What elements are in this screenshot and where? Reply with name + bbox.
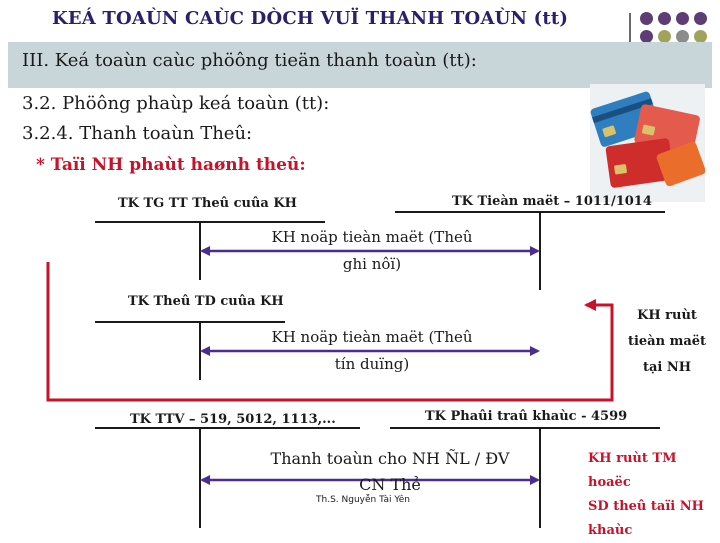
- dot: [640, 30, 653, 43]
- bank-cards-image: [590, 84, 705, 202]
- label-tk-phai-tra: TK Phaûi traû khaùc - 4599: [425, 409, 628, 424]
- note-deposit-credit-card: KH noäp tieàn maët (Theû tín duïng): [262, 324, 482, 378]
- note-cash-withdrawal: KH ruùt tieàn maët tại NH: [622, 303, 712, 381]
- t-account-tien-mat: [395, 211, 665, 290]
- note-settlement: Thanh toaùn cho NH ÑL / ĐV CN Thẻ: [250, 446, 530, 498]
- note-line: ghi nôï): [342, 255, 402, 273]
- note-deposit-debit-card: KH noäp tieàn maët (Theû ghi nôï): [262, 224, 482, 278]
- note-line: KH noäp tieàn maët (Theû: [271, 228, 473, 246]
- dot: [676, 12, 689, 25]
- red-flow-arrow: [46, 262, 614, 402]
- issuing-bank-bullet: * Taïi NH phaùt haønh theû:: [36, 155, 306, 175]
- t-account-phai-tra: [390, 427, 660, 528]
- label-tk-tg-tt: TK TG TT Theû cuûa KH: [118, 196, 297, 211]
- dot: [676, 30, 689, 43]
- note-line: KH ruùt: [637, 308, 697, 323]
- label-tk-ttv: TK TTV – 519, 5012, 1113,...: [130, 412, 336, 427]
- heading-band: [8, 42, 712, 88]
- note-line: KH noäp tieàn maët (Theû: [271, 328, 473, 346]
- corner-dot-grid: [638, 12, 718, 52]
- author-credit: Th.S. Nguyễn Tài Yên: [316, 495, 410, 505]
- note-line: CN Thẻ: [359, 475, 421, 494]
- note-line: tại NH: [642, 360, 692, 375]
- dot: [658, 12, 671, 25]
- title-divider: [629, 13, 631, 47]
- dot: [694, 12, 707, 25]
- dot: [640, 12, 653, 25]
- section-heading: III. Keá toaùn caùc phöông tieän thanh t…: [22, 50, 477, 71]
- note-line: KH ruùt TM hoaëc: [588, 451, 677, 490]
- subheading-card-payment: 3.2.4. Thanh toaùn Theû:: [22, 123, 253, 144]
- note-line: khaùc: [588, 523, 633, 538]
- label-tk-the-td: TK Theû TD cuûa KH: [128, 294, 284, 309]
- slide-title: KEÁ TOAÙN CAÙC DÒCH VUÏ THANH TOAÙN (tt): [52, 8, 569, 29]
- subheading-method: 3.2. Phöông phaùp keá toaùn (tt):: [22, 93, 330, 114]
- note-line: tín duïng): [334, 355, 410, 373]
- note-other-bank-withdrawal: KH ruùt TM hoaëc SD theû taïi NH khaùc: [588, 447, 716, 543]
- note-line: tieàn maët: [627, 334, 707, 349]
- label-tk-tien-mat: TK Tieàn maët – 1011/1014: [452, 194, 652, 209]
- note-line: SD theû taïi NH: [588, 499, 704, 514]
- dot: [658, 30, 671, 43]
- note-line: Thanh toaùn cho NH ÑL / ĐV: [270, 449, 510, 468]
- dot: [694, 30, 707, 43]
